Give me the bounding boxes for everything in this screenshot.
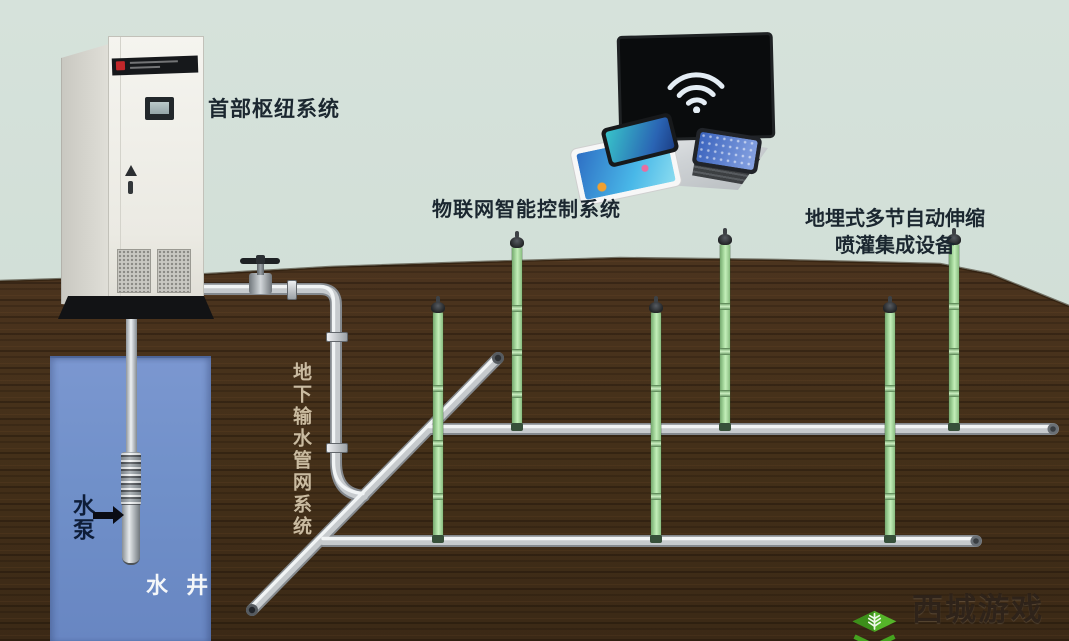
right-arrow-icon xyxy=(113,506,124,524)
sprinkler-post-retracted xyxy=(649,296,663,543)
pump-motor-ribs xyxy=(121,452,141,506)
control-cabinet xyxy=(58,34,214,320)
gate-valve-body xyxy=(249,273,272,294)
pipe-strokes xyxy=(191,283,1059,616)
cabinet-base xyxy=(58,296,214,319)
cabinet-door-handle xyxy=(128,181,133,194)
gate-valve-hub xyxy=(256,255,265,264)
sprinkler-nozzle xyxy=(436,296,440,303)
cabinet-display xyxy=(145,97,174,120)
sprinkler-nozzle xyxy=(723,228,727,235)
sprinkler-cap xyxy=(649,302,663,313)
sprinkler-post-retracted xyxy=(431,296,445,543)
watermark-text: 西城游戏网 xyxy=(912,592,1044,641)
sprinkler-post-extended xyxy=(718,228,732,431)
sprinkler-cap xyxy=(947,234,961,245)
phone-screen xyxy=(696,131,758,171)
sprinkler-nozzle xyxy=(515,231,519,238)
sprinkler-post-extended xyxy=(947,228,961,431)
pipe-flange xyxy=(287,280,297,300)
pump-riser-pipe xyxy=(126,314,137,456)
wheat-sheaf-icon xyxy=(852,610,897,641)
cabinet-front-door xyxy=(108,36,204,318)
label-iot-system: 物联网智能控制系统 xyxy=(432,199,621,221)
right-arrow-icon xyxy=(93,512,113,519)
sprinkler-cap xyxy=(883,302,897,313)
sprinkler-nozzle xyxy=(952,228,956,235)
cabinet-vent-grille xyxy=(117,249,151,293)
pipe-end-caps xyxy=(246,352,1059,616)
label-pump: 水泵 xyxy=(70,494,95,542)
label-sprinkler-line2: 喷灌集成设备 xyxy=(835,235,955,257)
laptop-screen xyxy=(616,31,776,143)
gate-valve-stem xyxy=(257,263,264,275)
sprinkler-cap xyxy=(510,237,524,248)
pipe-flange xyxy=(326,332,348,342)
sprinkler-cap xyxy=(718,234,732,245)
wifi-icon xyxy=(667,72,725,114)
cabinet-door-seam xyxy=(120,37,121,317)
cabinet-brand-logo xyxy=(115,61,126,71)
cabinet-vent-grille xyxy=(157,249,191,293)
sprinkler-nozzle xyxy=(654,296,658,303)
label-sprinkler-equipment: 地埋式多节自动伸缩 喷灌集成设备 xyxy=(788,206,1002,260)
label-sprinkler-line1: 地埋式多节自动伸缩 xyxy=(805,208,985,230)
iot-devices-group xyxy=(569,28,780,208)
pipe-flange xyxy=(326,443,348,453)
sprinkler-post-retracted xyxy=(883,296,897,543)
label-underground-pipe-system: 地下输水管网系统 xyxy=(290,362,311,538)
cabinet-side-panel xyxy=(61,44,109,308)
site-watermark: 西城游戏网 xyxy=(845,584,1069,641)
sprinkler-post-extended xyxy=(510,231,524,431)
submersible-pump xyxy=(122,505,140,565)
sprinkler-cap xyxy=(431,302,445,313)
cabinet-nameplate xyxy=(111,55,199,76)
label-well: 水 井 xyxy=(146,573,215,598)
sprinkler-nozzle xyxy=(888,296,892,303)
soil-edge-line xyxy=(0,256,1069,308)
warning-triangle-icon xyxy=(125,165,137,176)
label-head-system: 首部枢纽系统 xyxy=(208,98,340,121)
